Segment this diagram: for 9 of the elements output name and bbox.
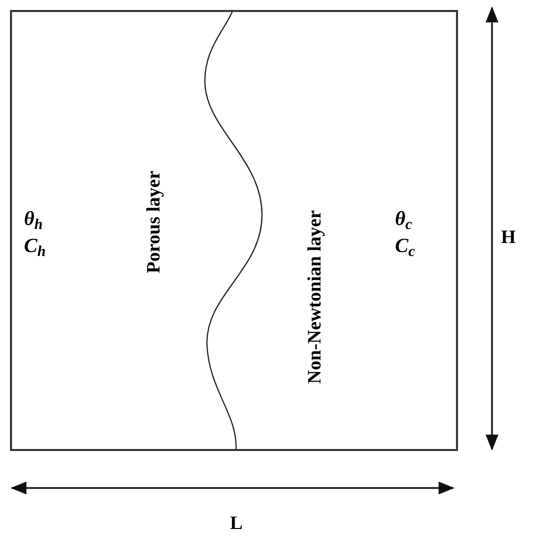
- layer-label: Non-Newtonian layer: [306, 210, 324, 384]
- dimension-label: L: [230, 514, 243, 533]
- concentration-symbol: C$_{h}$: [24, 236, 46, 256]
- domain-box: [10, 10, 458, 451]
- dimension-label: H: [501, 228, 516, 247]
- layer-label: Porous layer: [144, 170, 164, 274]
- concentration-symbol: C$_{c}$: [395, 236, 416, 256]
- temperature-symbol: θ$_{c}$: [395, 209, 412, 229]
- temperature-symbol: θ$_{h}$: [24, 209, 43, 229]
